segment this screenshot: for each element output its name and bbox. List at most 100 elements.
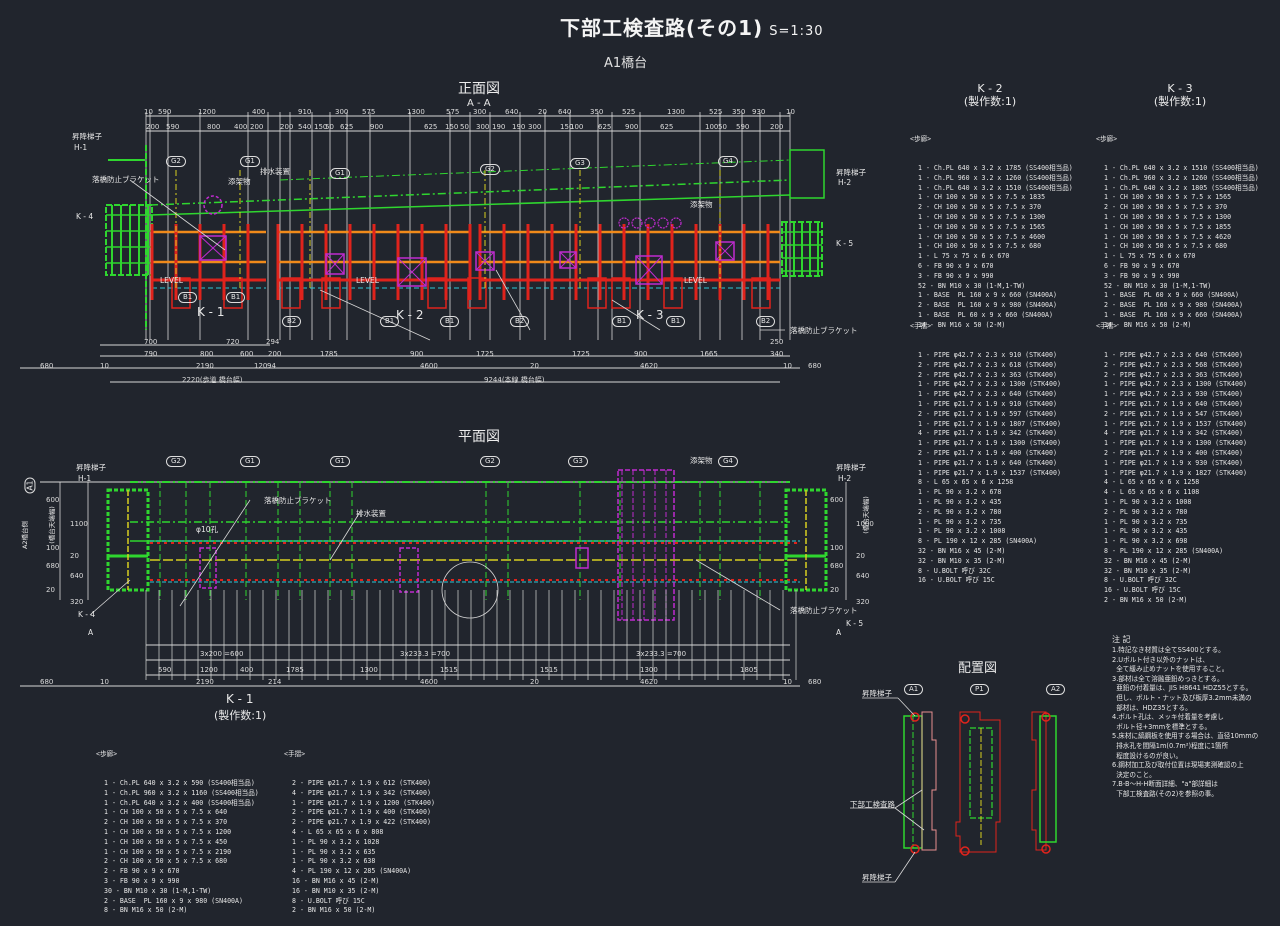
layout-plan-tag: A1 xyxy=(904,684,924,695)
note-item: 6.鋼材加工及び取付位置は現場実測確認の上 決定のこと。 xyxy=(1112,761,1244,779)
plan-attached-group xyxy=(617,469,675,621)
k1-rail-item: 4 - L 65 x 65 x 6 x 808 xyxy=(292,827,384,836)
note-item: 2.Uボルト付き以外のナットは、 全て緩み止めナットを使用すること。 xyxy=(1112,655,1229,674)
front-dim-top1: 930 xyxy=(752,108,766,116)
k1-main-item: 1 - CH 100 x 50 x 5 x 7.5 x 640 xyxy=(104,808,228,817)
k3-title: K - 3 xyxy=(1167,82,1193,95)
front-dim-top2: 800 xyxy=(207,123,221,131)
plan-right-dim: 600 xyxy=(830,496,844,504)
plan-left-dim: 640 xyxy=(70,572,84,580)
front-dim-b4: 2220(歩道 橋台幅) xyxy=(182,376,243,384)
front-girder-tag: G1 xyxy=(330,168,350,179)
k3-main-item: 6 - FB 90 x 9 x 670 xyxy=(1104,261,1180,270)
front-dim-b3: 4600 xyxy=(420,362,438,370)
k3-rail-item: 2 - PL 90 x 3.2 x 780 xyxy=(1104,507,1188,516)
k2-main-item: 1 - CH 100 x 50 x 5 x 7.5 x 1835 xyxy=(918,193,1046,202)
k3-main-item: 1 - CH 100 x 50 x 5 x 7.5 x 1565 xyxy=(1104,193,1232,202)
front-dim-b1: 294 xyxy=(266,338,280,346)
front-dim-top2: 590 xyxy=(736,123,750,131)
front-level-2: LEVEL xyxy=(356,276,379,285)
front-bearing-tag: B1 xyxy=(380,316,400,327)
sheet-title: 下部工検査路(その1)S=1:30 xyxy=(560,12,824,41)
plan-dim-b1: 1785 xyxy=(286,666,304,674)
sheet-scale: S=1:30 xyxy=(769,24,824,39)
front-level-1: LEVEL xyxy=(160,276,183,285)
front-attachment-cross xyxy=(635,255,663,285)
plan-k1-count: (製作数:1) xyxy=(214,709,267,722)
front-dim-b2: 340 xyxy=(770,350,784,358)
plan-dim-b1: 1200 xyxy=(200,666,218,674)
plan-k5-label: K - 5 xyxy=(846,619,864,628)
plan-right-dim: 20 xyxy=(830,586,839,594)
k2-rail-item: 2 - PIPE φ42.7 x 2.3 x 363 (STK400) xyxy=(918,370,1057,379)
k2-main-items: 1 - Ch.PL 640 x 3.2 x 1785 (SS400相当品)1 -… xyxy=(918,164,1073,331)
k2-title: K - 2 xyxy=(977,82,1003,95)
front-dim-top2: 200 xyxy=(770,123,784,131)
front-attachment-cross xyxy=(475,251,495,271)
k2-main-item: 2 - BASE PL 160 x 9 x 980 (SN400A) xyxy=(918,301,1057,310)
plan-drain-box-3 xyxy=(575,547,589,569)
k1-main-item: 3 - FB 90 x 9 x 990 xyxy=(104,876,180,885)
k3-count: (製作数:1) xyxy=(1153,95,1207,108)
k2-count: (製作数:1) xyxy=(963,95,1017,108)
front-dim-top1: 1300 xyxy=(667,108,685,116)
plan-hole-label: φ10孔 xyxy=(196,525,218,534)
notes-list: 1.特記なき材質は全てSS400とする。2.Uボルト付き以外のナットは、 全て緩… xyxy=(1112,646,1258,800)
k1-rail-item: 4 - PL 190 x 12 x 285 (SN400A) xyxy=(292,867,412,876)
front-attachment-box xyxy=(397,257,427,287)
k2-table-title: K - 2 (製作数:1) xyxy=(940,82,1040,108)
plan-left-dim: 1100 xyxy=(70,520,88,528)
front-bearing-tag: B2 xyxy=(756,316,776,327)
front-view-section-label: A - A xyxy=(467,98,491,109)
plan-leader xyxy=(695,559,781,611)
k2-rail-item: 1 - PL 90 x 3.2 x 678 xyxy=(918,488,1002,497)
k1-main-item: 2 - FB 90 x 9 x 670 xyxy=(104,867,180,876)
k3-rail-item: 1 - PL 90 x 3.2 x 435 xyxy=(1104,527,1188,536)
front-h2-frame xyxy=(789,149,825,199)
front-dim-top1: 1300 xyxy=(407,108,425,116)
front-ladder-h2-id: H-2 xyxy=(838,178,852,187)
layout-a1-abutment xyxy=(921,711,937,851)
k3-rail-item: 2 - PIPE φ42.7 x 2.3 x 363 (STK400) xyxy=(1104,370,1243,379)
k2-main-header: <歩廊> xyxy=(910,134,932,143)
k1-main-header: <歩廊> xyxy=(96,749,118,758)
k2-rail-item: 32 - BN M10 x 35 (2-M) xyxy=(918,556,1006,565)
k1-rail-items: 2 - PIPE φ21.7 x 1.9 x 612 (STK400)4 - P… xyxy=(292,779,435,916)
k3-main-items: 1 - Ch.PL 640 x 3.2 x 1510 (SS400相当品)1 -… xyxy=(1104,164,1259,331)
front-bearing-tag: B2 xyxy=(510,316,530,327)
k3-main-header: <歩廊> xyxy=(1096,134,1118,143)
k2-main-item: 6 - FB 90 x 9 x 670 xyxy=(918,261,994,270)
front-dim-top1: 525 xyxy=(709,108,723,116)
front-view-geometry xyxy=(20,112,825,383)
k2-rail-item: 1 - PL 90 x 3.2 x 735 xyxy=(918,517,1002,526)
k3-main-item: 2 - BASE PL 160 x 9 x 980 (SN400A) xyxy=(1104,301,1243,310)
plan-dim-b1: 1805 xyxy=(740,666,758,674)
front-dim-top1: 10 xyxy=(786,108,795,116)
front-dim-top1: 640 xyxy=(558,108,572,116)
layout-plan-tag: A2 xyxy=(1046,684,1066,695)
front-dim-b3: 680 xyxy=(808,362,822,370)
k2-main-list: <歩廊> 1 - Ch.PL 640 x 3.2 x 1785 (SS400相当… xyxy=(910,115,1073,340)
plan-dim-note: 3x233.3 =700 xyxy=(400,650,451,658)
k1-main-item: 1 - CH 100 x 50 x 5 x 7.5 x 2190 xyxy=(104,847,232,856)
plan-ladder-h1-label: 昇降梯子 xyxy=(76,463,106,472)
front-dim-b3: 4620 xyxy=(640,362,658,370)
front-bearing-box xyxy=(751,277,771,309)
plan-left-dim: 600 xyxy=(46,496,60,504)
front-bearing-box xyxy=(281,277,301,309)
k2-rail-item: 8 - U.BOLT 呼び 32C xyxy=(918,566,991,575)
front-dim-top2: 300 xyxy=(476,123,490,131)
front-dim-top2: 100 xyxy=(705,123,719,131)
k3-main-item: 1 - BASE PL 60 x 9 x 660 (SN400A) xyxy=(1104,291,1239,300)
k3-rail-item: 1 - PL 90 x 3.2 x 698 xyxy=(1104,537,1188,546)
k2-main-item: 1 - Ch.PL 640 x 3.2 x 1510 (SS400相当品) xyxy=(918,183,1073,192)
front-girder-line-1 xyxy=(149,179,791,206)
layout-a2-walk xyxy=(1039,715,1057,843)
front-leader xyxy=(129,179,226,251)
front-attachment-cross xyxy=(199,235,227,261)
front-bearing-box xyxy=(611,277,631,309)
plan-right-dim: 640 xyxy=(856,572,870,580)
front-girder-tag: G4 xyxy=(718,156,738,167)
plan-dim-b1: 1300 xyxy=(360,666,378,674)
plan-ladder-h2-id: H-2 xyxy=(838,474,852,483)
